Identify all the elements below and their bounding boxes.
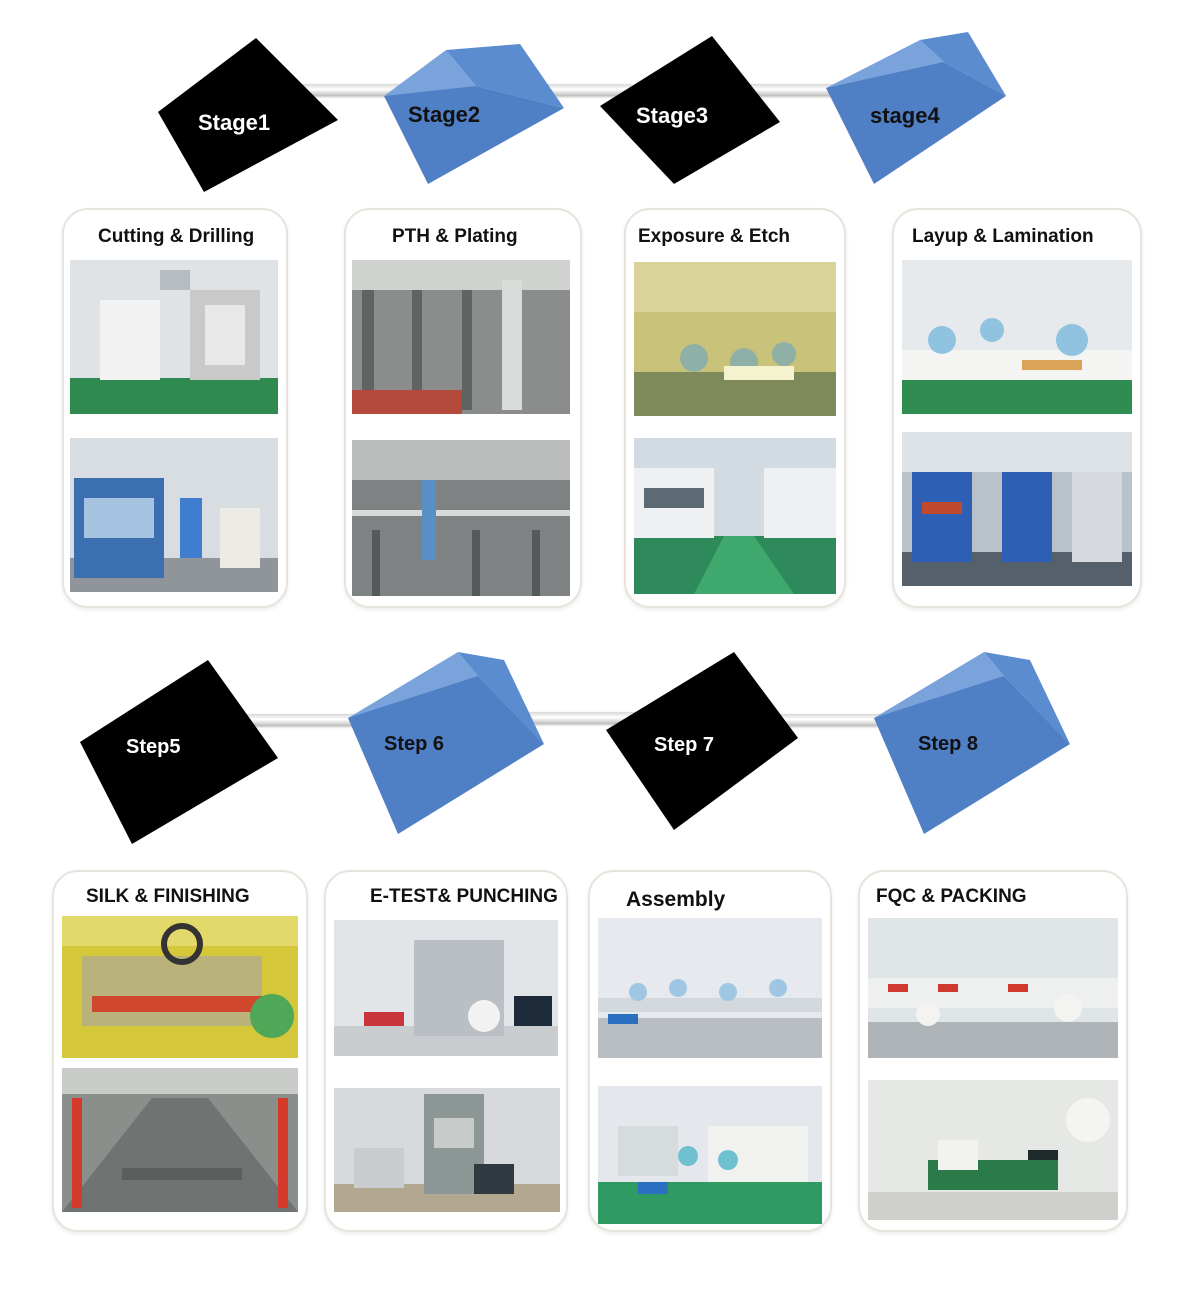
connector-bar [290,84,420,96]
card-title: Layup & Lamination [912,226,1094,247]
card-title: Assembly [626,888,726,911]
stage-4-label: stage4 [870,103,940,128]
fqc-inspection-photo [868,918,1118,1058]
card-title: SILK & FINISHING [86,886,250,907]
assembly-line-photo [598,918,822,1058]
cutting-machine-photo [70,260,278,414]
lamination-press-photo [902,432,1132,586]
plating-tanks-photo [352,440,570,596]
stage-2-label: Stage2 [408,102,481,127]
stage-2-shape: Stage2 [384,44,568,186]
stage-4-shape: stage4 [826,32,1008,186]
finishing-line-photo [62,1068,298,1212]
card-title: Cutting & Drilling [98,226,255,247]
layup-room-photo [902,260,1132,414]
card-title: E-TEST& PUNCHING [370,886,558,907]
drilling-machine-photo [70,438,278,592]
silkscreen-machine-photo [62,916,298,1058]
step-8-label: Step 8 [918,733,979,755]
process-card-fqc-packing: FQC & PACKING [858,870,1128,1232]
stage-3-label: Stage3 [636,103,709,128]
connector-bar [240,714,380,726]
punching-press-photo [334,1088,560,1212]
process-card-etest-punching: E-TEST& PUNCHING [324,870,568,1232]
stage-1-shape: Stage1 [158,38,340,194]
step-7-shape: Step 7 [606,652,800,832]
process-card-assembly: Assembly [588,870,832,1232]
card-title: Exposure & Etch [638,226,791,247]
step-6-shape: Step 6 [348,652,546,836]
process-card-layup-lamination: Layup & Lamination [892,208,1142,608]
process-card-cutting-drilling: Cutting & Drilling [62,208,288,608]
electrical-test-photo [334,920,558,1056]
step-5-shape: Step5 [80,660,280,846]
stage-3-shape: Stage3 [600,36,782,186]
exposure-room-photo [634,262,836,416]
connector-bar [505,712,640,724]
process-card-exposure-etch: Exposure & Etch [624,208,846,608]
process-card-silk-finishing: SILK & FINISHING [52,870,308,1232]
stage-1-label: Stage1 [198,110,271,135]
packing-station-photo [868,1080,1118,1220]
step-5-label: Step5 [126,736,181,758]
step-7-label: Step 7 [654,734,715,756]
step-6-label: Step 6 [384,733,445,755]
step-8-shape: Step 8 [874,652,1072,836]
card-title: FQC & PACKING [876,886,1027,907]
etching-line-photo [634,438,836,594]
card-title: PTH & Plating [392,226,518,247]
plating-line-photo [352,260,570,414]
reflow-line-photo [598,1086,822,1224]
process-card-pth-plating: PTH & Plating [344,208,582,608]
